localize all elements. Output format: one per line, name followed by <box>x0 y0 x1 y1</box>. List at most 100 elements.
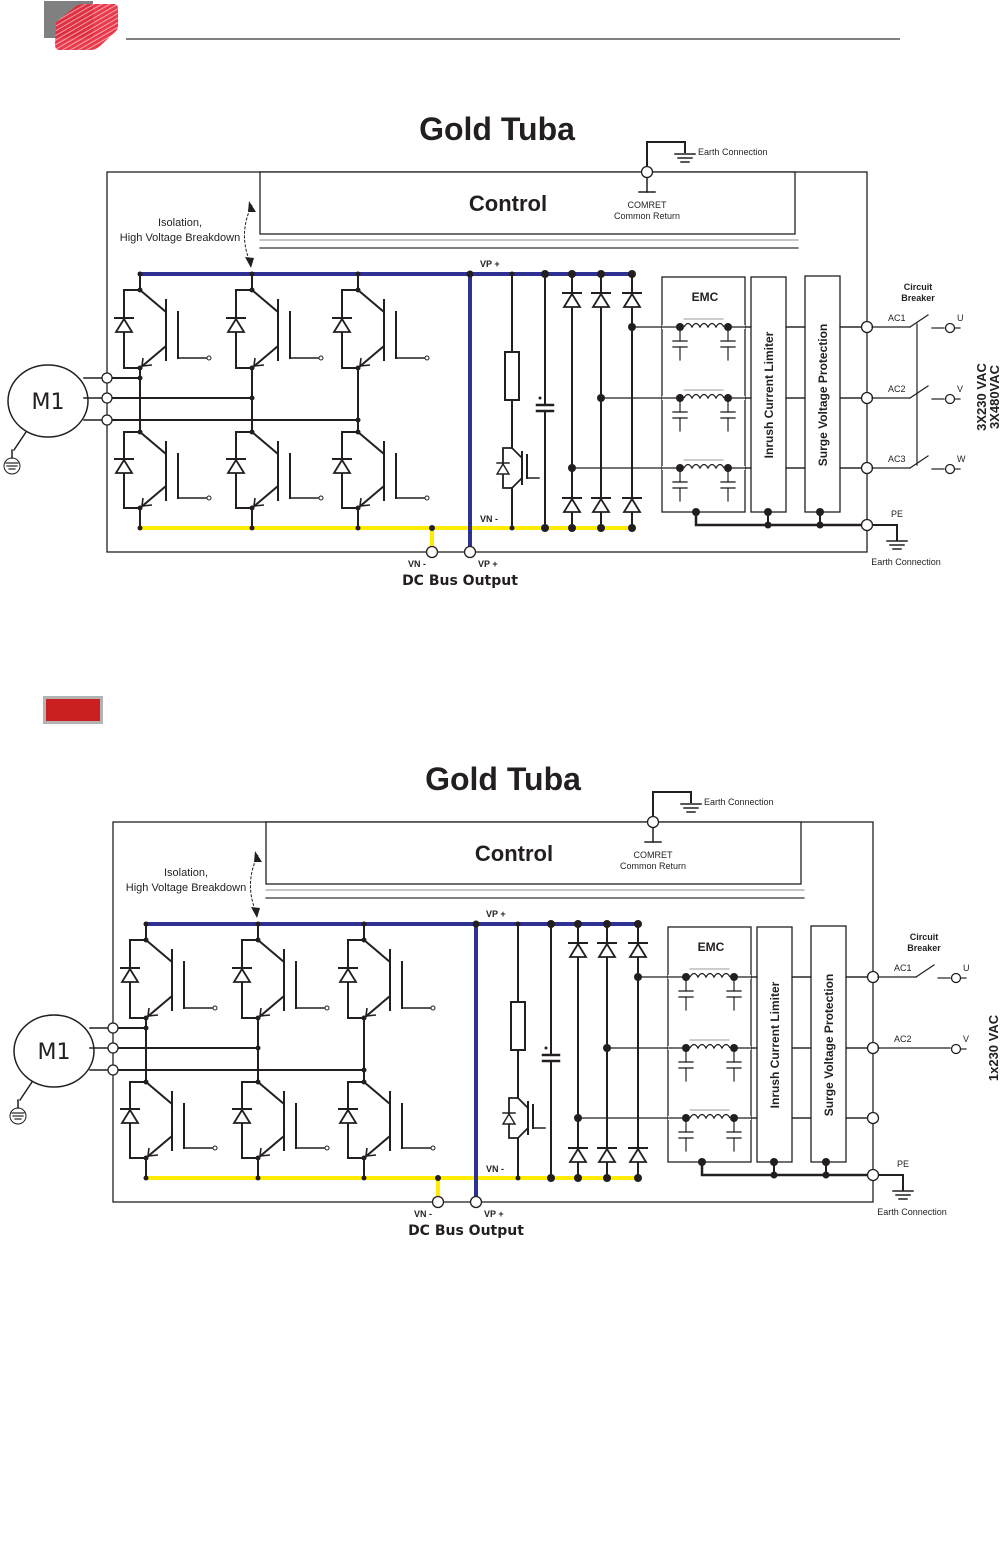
vn-output-terminal-icon <box>425 545 439 559</box>
igbt-low-side-icon <box>232 1079 330 1161</box>
phase-input-terminal-icon <box>950 1043 962 1055</box>
freewheel-diode-icon <box>232 967 252 983</box>
junction-dot <box>137 429 143 435</box>
brake-igbt-icon <box>495 447 540 489</box>
freewheel-diode-icon <box>226 317 246 333</box>
wire <box>357 345 385 369</box>
emitter-arrow <box>365 1147 377 1157</box>
ac-input-terminal-icon <box>866 970 880 984</box>
earth-ground-icon <box>680 803 702 813</box>
wire <box>145 939 173 963</box>
junction-dot <box>574 920 582 928</box>
supply-voltage-label: 1x230 VAC <box>986 1014 1001 1081</box>
junction-dot <box>597 270 605 278</box>
vn-output-terminal-icon <box>431 1195 445 1209</box>
motor-icon <box>7 364 89 438</box>
dc-vn-label: VN - <box>414 1209 432 1219</box>
phase-input-terminal-icon <box>944 393 956 405</box>
freewheel-diode-icon <box>232 1108 252 1124</box>
emc-filter-stage-icon <box>667 968 752 1011</box>
igbt-low-side-icon <box>114 429 212 511</box>
junction-dot <box>628 270 636 278</box>
gate-terminal-icon <box>206 495 212 501</box>
phase-label: V <box>957 384 963 394</box>
phase-input-terminal-icon <box>950 972 962 984</box>
dc-vp-label: VP + <box>484 1209 504 1219</box>
inrush-limiter-block <box>756 926 793 1163</box>
junction-dot <box>255 937 261 943</box>
emc-filter-stage-icon <box>661 389 746 432</box>
earth-wire <box>646 141 686 166</box>
igbt-high-side-icon <box>232 937 330 1021</box>
common-return-label: Common Return <box>620 861 686 871</box>
freewheel-diode-icon <box>332 458 352 474</box>
emitter-arrow <box>259 1007 271 1017</box>
breaker-switch-icon <box>909 455 929 469</box>
wire <box>145 995 173 1019</box>
gate-terminal-icon <box>430 1005 436 1011</box>
pe-bus-line <box>700 1162 868 1177</box>
inductor-icon <box>683 393 725 400</box>
isolation-label: Isolation, <box>158 217 202 229</box>
breaker-switch-icon <box>909 314 929 328</box>
junction-dot <box>143 1175 149 1181</box>
motor-terminal-icon <box>101 372 113 384</box>
igbt-low-side-icon <box>120 1079 218 1161</box>
rectifier-diode-icon <box>562 497 582 513</box>
wire <box>251 345 279 369</box>
junction-dot <box>143 937 149 943</box>
junction-dot <box>361 921 367 927</box>
junction-dot <box>574 1174 582 1182</box>
ac-terminal-label: AC2 <box>888 384 906 394</box>
arrow-head-down <box>245 257 254 268</box>
motor-label: M1 <box>38 1040 71 1065</box>
ac-input-terminal-icon <box>860 391 874 405</box>
junction-dot <box>568 270 576 278</box>
igbt-high-side-icon <box>114 287 212 371</box>
pe-terminal-icon <box>860 518 874 532</box>
phase-input-terminal-icon <box>944 322 956 334</box>
pe-earth-wire <box>878 1174 904 1191</box>
rectifier-diode-icon <box>628 942 648 958</box>
brake-diode-icon <box>495 462 511 475</box>
rectifier-diode-icon <box>568 942 588 958</box>
brake-resistor-icon <box>510 1001 526 1051</box>
wire <box>363 939 391 963</box>
freewheel-diode-icon <box>338 967 358 983</box>
junction-dot <box>361 937 367 943</box>
freewheel-diode-icon <box>114 458 134 474</box>
emitter-arrow <box>359 497 371 507</box>
wire <box>357 431 385 455</box>
wire <box>511 477 523 489</box>
emitter-arrow <box>141 357 153 367</box>
junction-dot <box>692 508 700 516</box>
junction-dot <box>472 920 480 928</box>
capacitor-polarity-mark <box>544 1046 548 1050</box>
ac-input-terminal-icon <box>860 320 874 334</box>
rectifier-diode-icon <box>591 292 611 308</box>
circuit-breaker-label: Circuit <box>910 932 939 942</box>
junction-dot <box>541 270 549 278</box>
inductor-icon <box>689 972 731 979</box>
gate-terminal-icon <box>212 1145 218 1151</box>
pe-earth-wire <box>872 524 898 541</box>
gate-terminal-icon <box>424 355 430 361</box>
gate-terminal-icon <box>212 1005 218 1011</box>
junction-dot <box>515 921 521 927</box>
gate-terminal-icon <box>318 495 324 501</box>
motor-terminal-icon <box>101 392 113 404</box>
wire <box>139 485 167 509</box>
circuit-breaker-label: Circuit <box>904 282 933 292</box>
wire <box>145 1081 173 1105</box>
rectifier-diode-icon <box>622 497 642 513</box>
brake-diode-icon <box>501 1112 517 1125</box>
emc-filter-stage-icon <box>661 459 746 502</box>
junction-dot <box>466 270 474 278</box>
common-return-label: Common Return <box>614 211 680 221</box>
emitter-arrow <box>141 497 153 507</box>
phase-input-terminal-icon <box>944 463 956 475</box>
igbt-low-side-icon <box>226 429 324 511</box>
control-label: Control <box>469 191 547 216</box>
vn-bus-label: VN - <box>486 1164 504 1174</box>
